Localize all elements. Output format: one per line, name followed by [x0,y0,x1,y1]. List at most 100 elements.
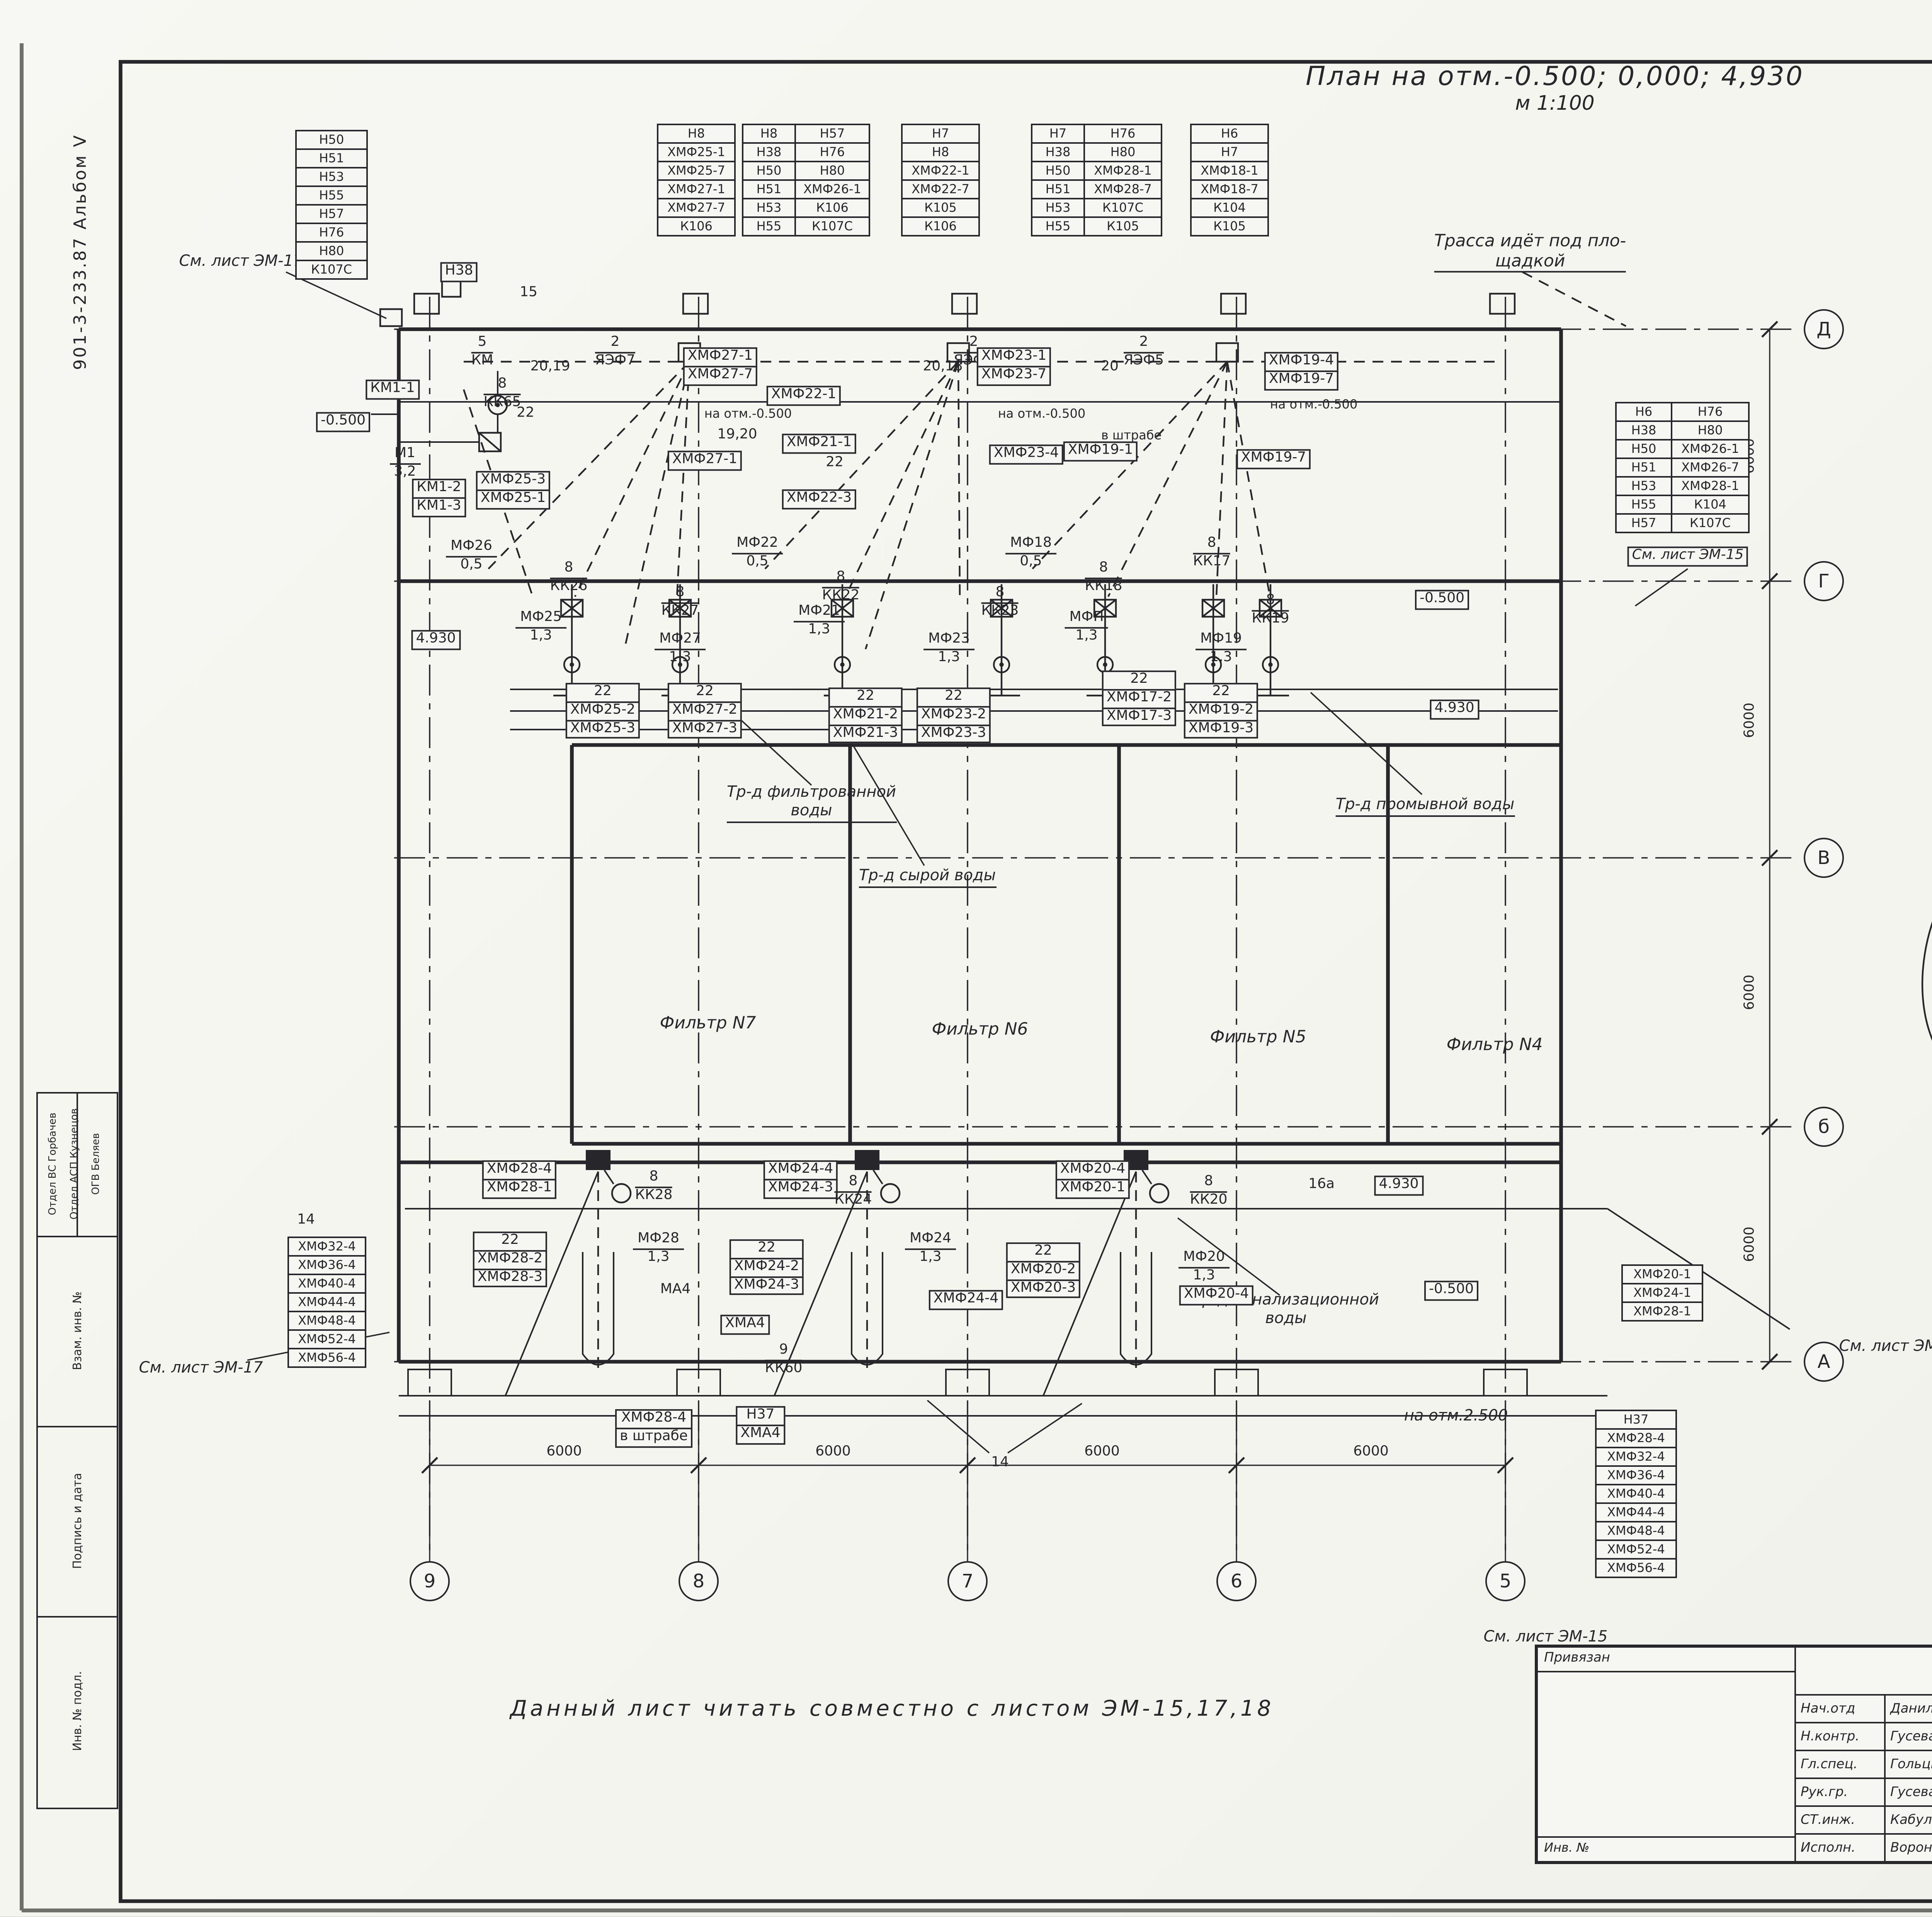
cable-routes [463,271,1627,1373]
annotation-label: 16а [1308,1177,1335,1193]
annotation-label: на отм.-0.500 [998,407,1086,421]
code-cell: Н6 [1192,125,1269,144]
inventory-label: Инв. № [1538,1836,1794,1861]
code-cell: Н80 [796,162,870,181]
code-cell: Н53 [1617,478,1672,496]
code-cell: ХМФ32-4 [289,1238,366,1257]
axis-bubble-Г: Г [1804,561,1844,601]
code-cell: ХМФ36-4 [1597,1467,1677,1485]
code-cell: ХМФ48-4 [289,1312,366,1331]
code-cell: Н7 [1192,144,1269,162]
axis-bubble-В: В [1804,838,1844,878]
code-cell: ХМФ18-7 [1192,181,1269,199]
annotation-label: См. лист ЭМ-15 [1839,1339,1932,1356]
annotation-label: ХМФ20-4 [1179,1285,1254,1305]
code-cell: Н55 [743,218,796,236]
code-cell: К106 [796,199,870,218]
code-cell: ХМФ52-4 [1597,1541,1677,1560]
code-cell: ХМФ25-1 [658,144,736,162]
axis-grid [394,297,1799,1558]
drawing-title-scale: м 1:100 [1515,93,1595,116]
code-cell: Н53 [743,199,796,218]
code-cell: Н76 [796,144,870,162]
code-cell: Н53 [297,168,368,187]
annotation-label: 20,18 [923,359,963,375]
binding-label: Привязан [1538,1648,1794,1672]
code-cell: К105 [1085,218,1162,236]
annotation-label: ХМФ19-1 [1063,441,1138,461]
annotation-label: ХМФ27-1 [667,451,742,471]
annotation-label: См. лист ЭМ-15 [1627,546,1748,566]
axis-bubble-8: 8 [679,1561,719,1601]
signer-name: Гольцман [1886,1751,1932,1778]
code-cell: К107С [1085,199,1162,218]
signer-name: Гусева [1886,1779,1932,1805]
annotation-label: Фильтр N6 [932,1019,1028,1039]
sheet-edges [20,43,1932,1912]
code-cell: ХМФ44-4 [289,1294,366,1312]
code-cell: ХМФ25-7 [658,162,736,181]
annotation-label: на отм.-0.500 [1270,397,1358,412]
drawing-title: План на отм.-0.500; 0,000; 4,930 м 1:100 [1306,62,1804,116]
code-cell: Н57 [297,206,368,224]
title-block-left: Привязан Инв. № [1538,1648,1796,1861]
annotation-label: -0.500 [316,412,371,432]
annotation-label: 15 [520,285,537,301]
code-cell: Н76 [1085,125,1162,144]
stamp-approval: Отдел ВС Горбачев [46,1112,59,1215]
code-cell: К107С [1672,515,1750,533]
axis-bubble-6: 6 [1216,1561,1257,1601]
annotation-label: 6000 [1084,1444,1120,1460]
code-cell: Н80 [297,243,368,261]
read-together-note: Данный лист читать совместно с листом ЭМ… [510,1697,1274,1722]
annotation-label: КМ1-1 [366,379,420,400]
code-cell: ХМФ26-7 [1672,459,1750,478]
code-cell: ХМФ26-1 [796,181,870,199]
code-cell: ХМФ27-7 [658,199,736,218]
code-cell: ХМФ36-4 [289,1257,366,1275]
code-cell: К105 [903,199,980,218]
code-cell: ХМФ27-1 [658,181,736,199]
annotation-label: Фильтр N5 [1210,1027,1306,1047]
code-cell: Н8 [743,125,796,144]
code-cell: Н51 [1617,459,1672,478]
annotation-label: 22 [517,406,534,422]
titleblock-signer-row: Нач.отдДанилов [1796,1694,1932,1722]
code-cell: Н51 [1032,181,1085,199]
code-cell: ХМФ32-4 [1597,1448,1677,1467]
annotation-label: МА4 [660,1282,691,1298]
code-cell: Н38 [1617,422,1672,441]
dimension-lines [429,329,1770,1561]
code-cell: ХМФ52-4 [289,1331,366,1349]
signer-role: Исполн. [1796,1835,1886,1861]
code-cell: Н55 [297,187,368,206]
